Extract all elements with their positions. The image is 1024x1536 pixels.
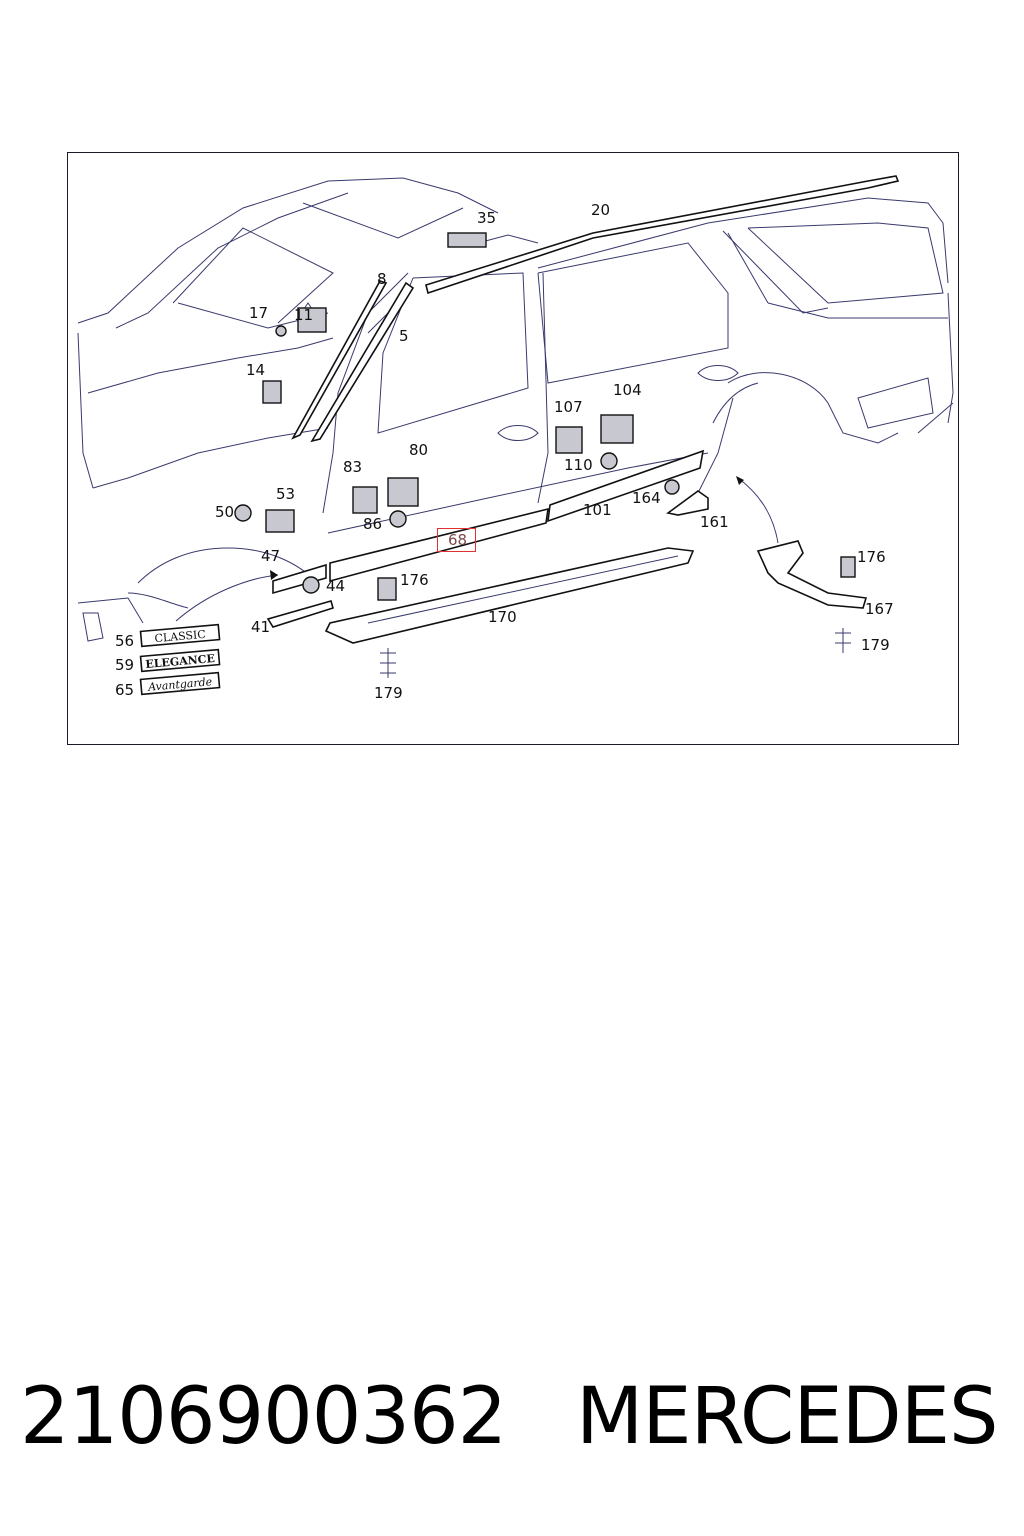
screws	[380, 628, 851, 678]
callout-41: 41	[251, 618, 271, 636]
callout-5: 5	[399, 327, 409, 345]
callout-11: 11	[294, 306, 314, 324]
callout-170: 170	[488, 608, 517, 626]
callout-17: 17	[249, 304, 269, 322]
callout-167: 167	[865, 600, 894, 618]
callout-14: 14	[246, 361, 266, 379]
callout-164: 164	[632, 489, 661, 507]
callout-86: 86	[363, 515, 383, 533]
door-mouldings	[272, 449, 705, 595]
clips	[234, 307, 856, 601]
callout-83: 83	[343, 458, 363, 476]
callout-68-highlighted: 68	[437, 528, 477, 552]
callout-44: 44	[326, 577, 346, 595]
callout-8: 8	[377, 270, 387, 288]
badge-elegance-text: ELEGANCE	[145, 652, 216, 671]
model-badges: CLASSIC ELEGANCE Avantgarde	[139, 623, 221, 696]
callout-56: 56	[115, 632, 135, 650]
bracket-161	[666, 490, 709, 516]
callout-179-rear: 179	[861, 636, 890, 654]
callout-176-rear: 176	[857, 548, 886, 566]
badge-classic-text: CLASSIC	[154, 628, 206, 645]
callout-161: 161	[700, 513, 729, 531]
callout-65: 65	[115, 681, 135, 699]
callout-179-sill: 179	[374, 684, 403, 702]
part-number: 2106900362	[20, 1372, 507, 1462]
footer: 2106900362 MERCEDES	[20, 1372, 1010, 1462]
callout-110: 110	[564, 456, 593, 474]
parts-diagram: CLASSIC ELEGANCE Avantgarde 35 20 8 17 1…	[67, 152, 959, 745]
badge-avantgarde-text: Avantgarde	[147, 675, 214, 694]
callout-80: 80	[409, 441, 429, 459]
callout-53: 53	[276, 485, 296, 503]
sill-panel	[324, 547, 695, 644]
pillar-trims	[291, 175, 900, 443]
roof-rail-cap	[447, 232, 487, 248]
callout-107: 107	[554, 398, 583, 416]
callout-176-sill: 176	[400, 571, 429, 589]
callout-20: 20	[591, 201, 611, 219]
car-body-outline	[77, 177, 954, 642]
door-handles	[497, 365, 739, 441]
lower-trim-strip	[266, 600, 334, 628]
callout-50: 50	[215, 503, 235, 521]
exploded-view-drawing: CLASSIC ELEGANCE Avantgarde	[77, 175, 954, 696]
callout-35: 35	[477, 209, 497, 227]
brand-name: MERCEDES	[576, 1372, 998, 1462]
callout-59: 59	[115, 656, 135, 674]
callout-104: 104	[613, 381, 642, 399]
callout-47: 47	[261, 547, 281, 565]
arrows	[175, 476, 779, 622]
bracket-167	[756, 540, 868, 609]
callout-101: 101	[583, 501, 612, 519]
